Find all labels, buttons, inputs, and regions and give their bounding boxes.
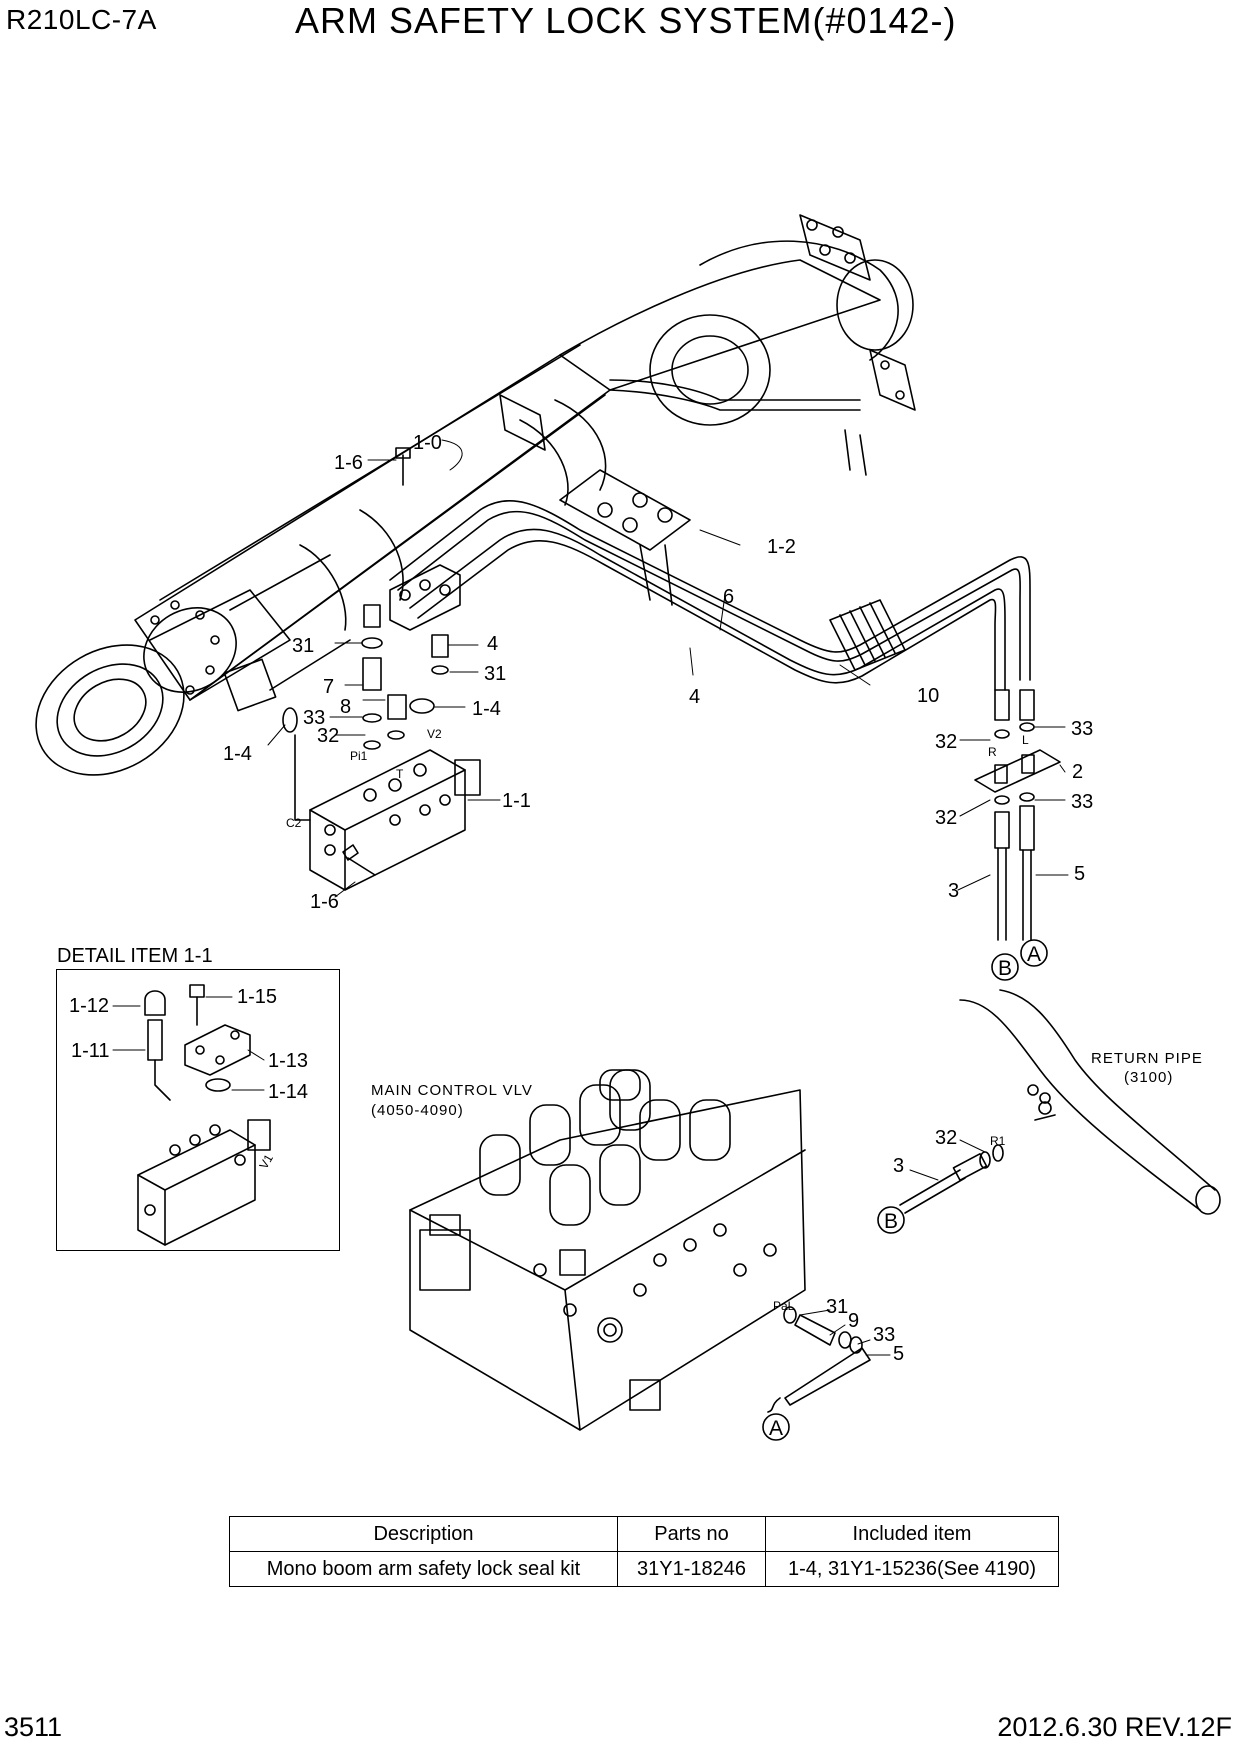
detail-item-1-1-drawing bbox=[137, 984, 271, 1246]
detail-title: DETAIL ITEM 1-1 bbox=[57, 945, 213, 967]
callout-1-2: 1-2 bbox=[767, 536, 796, 558]
return-pipe bbox=[899, 989, 1221, 1215]
callout-32-r-upper: 32 bbox=[935, 731, 957, 753]
page-title: ARM SAFETY LOCK SYSTEM(#0142-) bbox=[295, 0, 957, 41]
callout-31-right: 31 bbox=[484, 663, 506, 685]
hose-lines bbox=[389, 379, 1031, 691]
callout-8: 8 bbox=[340, 696, 351, 718]
holding-valve bbox=[309, 564, 481, 891]
table-header-row: Description Parts no Included item bbox=[229, 1516, 1059, 1552]
revision-date: 2012.6.30 REV.12F bbox=[997, 1712, 1232, 1742]
callout-32-left: 32 bbox=[317, 725, 339, 747]
seal-kit-table: Description Parts no Included item Mono … bbox=[229, 1516, 1059, 1587]
model-code: R210LC-7A bbox=[6, 4, 157, 35]
callout-2: 2 bbox=[1072, 761, 1083, 783]
port-label-v1: V1 bbox=[256, 1152, 276, 1172]
ref-a-bottom: A bbox=[769, 1417, 783, 1440]
detail-box bbox=[56, 969, 340, 1251]
callout-4-lower: 4 bbox=[689, 686, 700, 708]
ref-b-right: B bbox=[998, 957, 1012, 980]
return-pipe-ref: (3100) bbox=[1124, 1069, 1173, 1086]
callout-1-4-right: 1-4 bbox=[472, 698, 501, 720]
callout-5-bottom: 5 bbox=[893, 1343, 904, 1365]
callout-1-15: 1-15 bbox=[237, 986, 277, 1008]
callout-3-return: 3 bbox=[893, 1155, 904, 1177]
main-control-valve-ref: (4050-4090) bbox=[371, 1102, 464, 1119]
callout-1-14: 1-14 bbox=[268, 1081, 308, 1103]
callout-33-bottom: 33 bbox=[873, 1324, 895, 1346]
port-label-v2: V2 bbox=[427, 727, 442, 741]
main-control-valve-label: MAIN CONTROL VLV bbox=[371, 1082, 533, 1099]
port-label-l: L bbox=[1022, 733, 1029, 747]
callout-9: 9 bbox=[848, 1310, 859, 1332]
ref-b-return: B bbox=[884, 1210, 898, 1233]
callout-33-left: 33 bbox=[303, 707, 325, 729]
callout-31-bottom: 31 bbox=[826, 1296, 848, 1318]
arm-cylinder bbox=[35, 214, 916, 776]
callout-1-6-bottom: 1-6 bbox=[310, 891, 339, 913]
reference-circles bbox=[762, 939, 1048, 1441]
callout-33-r-lower: 33 bbox=[1071, 791, 1093, 813]
callout-1-1: 1-1 bbox=[502, 790, 531, 812]
callout-33-r-upper: 33 bbox=[1071, 718, 1093, 740]
callout-31-left: 31 bbox=[292, 635, 314, 657]
fittings-and-seals bbox=[282, 447, 1061, 941]
callout-10: 10 bbox=[917, 685, 939, 707]
callout-1-11: 1-11 bbox=[71, 1040, 110, 1062]
cell-description: Mono boom arm safety lock seal kit bbox=[229, 1551, 618, 1587]
table-row: Mono boom arm safety lock seal kit 31Y1-… bbox=[229, 1551, 1059, 1587]
callout-1-13: 1-13 bbox=[268, 1050, 308, 1072]
callout-5-right: 5 bbox=[1074, 863, 1085, 885]
header-included-item: Included item bbox=[765, 1516, 1059, 1552]
port-label-pal: PaL bbox=[773, 1299, 795, 1313]
port-label-r: R bbox=[988, 745, 997, 759]
port-label-r1: R1 bbox=[990, 1134, 1006, 1148]
cell-included-item: 1-4, 31Y1-15236(See 4190) bbox=[765, 1551, 1059, 1587]
callout-32-r-lower: 32 bbox=[935, 807, 957, 829]
callout-6: 6 bbox=[723, 586, 734, 608]
callout-1-12: 1-12 bbox=[69, 995, 109, 1017]
port-label-t: T bbox=[396, 767, 404, 781]
ref-a-right: A bbox=[1027, 943, 1041, 966]
callout-1-0: 1-0 bbox=[413, 432, 442, 454]
port-label-c2: C2 bbox=[286, 816, 302, 830]
cell-parts-no: 31Y1-18246 bbox=[617, 1551, 766, 1587]
header-parts-no: Parts no bbox=[617, 1516, 766, 1552]
header-description: Description bbox=[229, 1516, 618, 1552]
callout-3-right: 3 bbox=[948, 880, 959, 902]
callout-7: 7 bbox=[323, 676, 334, 698]
main-control-valve bbox=[409, 1069, 871, 1431]
port-label-pi1: Pi1 bbox=[350, 749, 368, 763]
callout-4-upper: 4 bbox=[487, 633, 498, 655]
callout-32-return: 32 bbox=[935, 1127, 957, 1149]
callout-1-4-left: 1-4 bbox=[223, 743, 252, 765]
leader-lines bbox=[112, 439, 1069, 1356]
return-pipe-label: RETURN PIPE bbox=[1091, 1050, 1203, 1067]
page-number: 3511 bbox=[4, 1712, 63, 1742]
callout-1-6-top: 1-6 bbox=[334, 452, 363, 474]
